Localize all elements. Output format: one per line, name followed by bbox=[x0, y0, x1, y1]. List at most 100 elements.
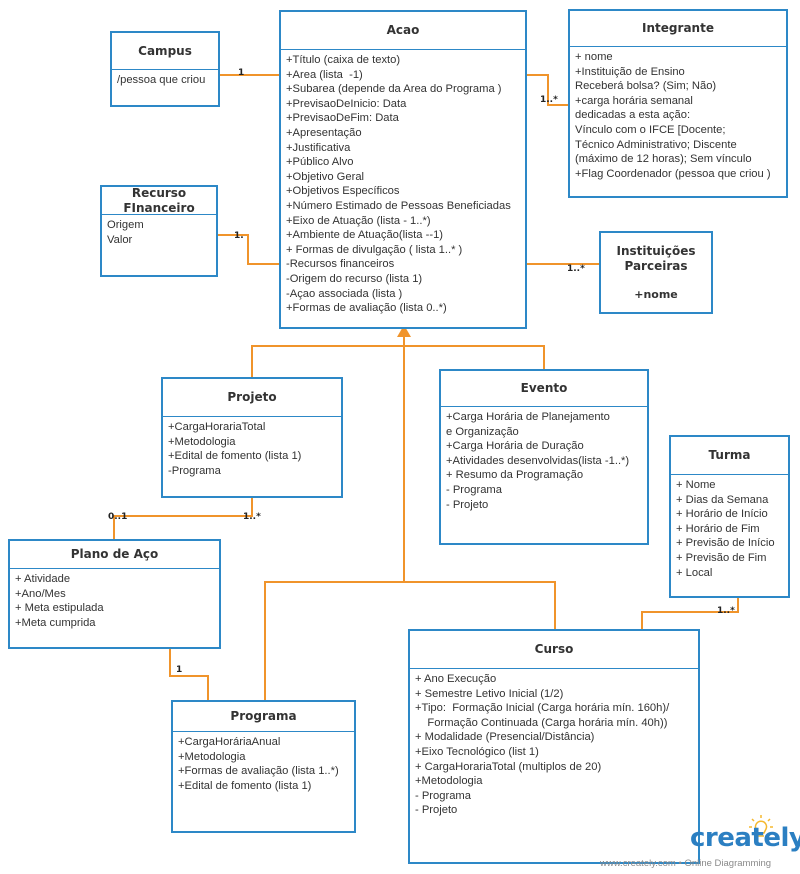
class-integrante-title: Integrante bbox=[570, 11, 786, 47]
attribute-line: -Origem do recurso (lista 1) bbox=[286, 272, 423, 285]
attribute-line: Formação Continuada (Carga horária mín. … bbox=[415, 716, 668, 729]
attribute-line: +Atividades desenvolvidas(lista -1..*) bbox=[446, 454, 630, 467]
projeto-generalization bbox=[251, 345, 545, 378]
multiplicity-plano-programa: 1 bbox=[176, 665, 183, 675]
recurso-acao-connector bbox=[218, 234, 280, 265]
footer-text[interactable]: www.creately.com • Online Diagramming bbox=[600, 858, 772, 869]
plano-programa-connector bbox=[169, 649, 209, 701]
attribute-line: - Projeto bbox=[415, 804, 458, 817]
class-programa-title: Programa bbox=[173, 702, 354, 732]
class-acao-title: Acao bbox=[281, 12, 525, 50]
attribute-line: +Apresentação bbox=[286, 126, 362, 139]
creately-logo[interactable]: creately bbox=[690, 823, 800, 853]
attribute-line: +Tipo: Formação Inicial (Carga horária m… bbox=[415, 702, 670, 715]
class-curso-title: Curso bbox=[410, 631, 698, 669]
attribute-line: + Previsão de Fim bbox=[676, 551, 767, 564]
attribute-line: -Recursos financeiros bbox=[286, 258, 395, 271]
attribute-line: +Eixo de Atuação (lista - 1..*) bbox=[286, 214, 431, 227]
attribute-line: +Carga Horária de Planejamento bbox=[446, 411, 610, 423]
multiplicity-recurso-acao: 1. bbox=[234, 231, 244, 241]
attribute-line: + Formas de divulgação ( lista 1..* ) bbox=[286, 243, 463, 256]
attribute-line: Valor bbox=[107, 233, 133, 246]
attribute-line: Origem bbox=[107, 219, 144, 231]
attribute-line: - Programa bbox=[446, 483, 502, 496]
class-instituicoes-parceiras[interactable]: Instituições Parceiras +nome bbox=[599, 231, 713, 314]
programa-generalization bbox=[264, 581, 556, 701]
class-recurso-financeiro-title: Recurso FInanceiro bbox=[102, 186, 216, 215]
class-curso-attributes: + Ano Execução + Semestre Letivo Inicial … bbox=[410, 669, 698, 821]
attribute-line: +Metodologia bbox=[415, 775, 483, 788]
class-turma[interactable]: Turma + Nome + Dias da Semana + Horário de… bbox=[669, 435, 790, 598]
turma-curso-connector bbox=[641, 598, 739, 630]
attribute-line: + Local bbox=[676, 566, 713, 579]
class-turma-title: Turma bbox=[671, 437, 788, 475]
attribute-line: +Flag Coordenador (pessoa que criou ) bbox=[575, 167, 771, 180]
class-acao[interactable]: Acao +Título (caixa de texto) +Area (list… bbox=[279, 10, 527, 329]
attribute-line: + Horário de Início bbox=[676, 508, 768, 521]
attribute-line: + Dias da Semana bbox=[676, 493, 769, 506]
attribute-line: - Projeto bbox=[446, 498, 489, 511]
attribute-line: Técnico Administrativo; Discente bbox=[575, 138, 737, 151]
class-acao-attributes: +Título (caixa de texto) +Area (lista -1)… bbox=[281, 50, 525, 319]
plano-projeto-connector bbox=[113, 497, 253, 540]
class-curso[interactable]: Curso + Ano Execução + Semestre Letivo In… bbox=[408, 629, 700, 864]
attribute-line: +Número Estimado de Pessoas Beneficiadas bbox=[286, 199, 511, 212]
attribute-line: + Semestre Letivo Inicial (1/2) bbox=[415, 687, 564, 700]
attribute-line: +Eixo Tecnológico (list 1) bbox=[415, 745, 539, 758]
attribute-line: +Justificativa bbox=[286, 141, 351, 154]
multiplicity-plano-projeto: 0..1 bbox=[108, 512, 128, 522]
attribute-line: + CargaHorariaTotal (multiplos de 20) bbox=[415, 760, 602, 773]
class-programa[interactable]: Programa +CargaHoráriaAnual+Metodologia+… bbox=[171, 700, 356, 833]
class-campus[interactable]: Campus /pessoa que criou bbox=[110, 31, 220, 107]
class-projeto-title: Projeto bbox=[163, 379, 341, 417]
attribute-line: +Carga Horária de Duração bbox=[446, 440, 584, 453]
attribute-line: + Resumo da Programação bbox=[446, 469, 584, 482]
multiplicity-turma-curso: 1..* bbox=[717, 606, 735, 616]
attribute-line: +nome bbox=[634, 288, 678, 301]
attribute-line: -Programa bbox=[168, 464, 221, 477]
attribute-line: + Ano Execução bbox=[415, 673, 497, 685]
attribute-line: +Instituição de Ensino bbox=[575, 65, 685, 78]
attribute-line: +Público Alvo bbox=[286, 156, 354, 169]
attribute-line: +Formas de avaliação (lista 1..*) bbox=[178, 765, 339, 778]
attribute-line: +Metodologia bbox=[168, 435, 236, 448]
attribute-line: Vínculo com o IFCE [Docente; bbox=[575, 123, 726, 136]
class-instituicoes-parceiras-title: Instituições Parceiras bbox=[616, 244, 696, 273]
class-projeto[interactable]: Projeto +CargaHorariaTotal+Metodologia+E… bbox=[161, 377, 343, 498]
attribute-line: +PrevisaoDeFim: Data bbox=[286, 112, 399, 125]
attribute-line: +Título (caixa de texto) bbox=[286, 54, 401, 66]
attribute-line: +Area (lista -1) bbox=[286, 68, 363, 81]
multiplicity-projeto-plano: 1..* bbox=[243, 512, 261, 522]
multiplicity-acao-integrante: 1..* bbox=[540, 95, 558, 105]
attribute-line: + nome bbox=[575, 51, 613, 63]
attribute-line: + Nome bbox=[676, 479, 716, 491]
acao-integrante-connector bbox=[526, 74, 570, 106]
attribute-line: dedicadas a esta ação: bbox=[575, 109, 691, 122]
attribute-line: +Objetivos Específicos bbox=[286, 185, 400, 198]
attribute-line: + Atividade bbox=[15, 573, 71, 585]
class-projeto-attributes: +CargaHorariaTotal+Metodologia+Edital de… bbox=[163, 417, 341, 481]
attribute-line: +carga horária semanal bbox=[575, 94, 693, 107]
attribute-line: +PrevisaoDeInicio: Data bbox=[286, 97, 407, 110]
class-turma-attributes: + Nome + Dias da Semana + Horário de Iníci… bbox=[671, 475, 788, 583]
attribute-line: + Horário de Fim bbox=[676, 522, 760, 535]
attribute-line: +Ambiente de Atuação(lista --1) bbox=[286, 229, 444, 242]
class-plano-de-aco[interactable]: Plano de Aço + Atividade+Ano/Mes+ Meta e… bbox=[8, 539, 221, 649]
attribute-line: + Meta estipulada bbox=[15, 602, 104, 615]
attribute-line: -Açao associada (lista ) bbox=[286, 287, 403, 300]
attribute-line: (máximo de 12 horas); Sem vínculo bbox=[575, 153, 752, 166]
multiplicity-campus-acao: 1 bbox=[238, 68, 245, 78]
class-plano-de-aco-attributes: + Atividade+Ano/Mes+ Meta estipulada+Met… bbox=[10, 569, 219, 633]
class-campus-attributes: /pessoa que criou bbox=[112, 70, 218, 91]
class-evento-title: Evento bbox=[441, 371, 647, 407]
attribute-line: +Formas de avaliação (lista 0..*) bbox=[286, 302, 447, 315]
attribute-line: +Objetivo Geral bbox=[286, 170, 365, 183]
multiplicity-acao-instituicoes: 1..* bbox=[567, 264, 585, 274]
